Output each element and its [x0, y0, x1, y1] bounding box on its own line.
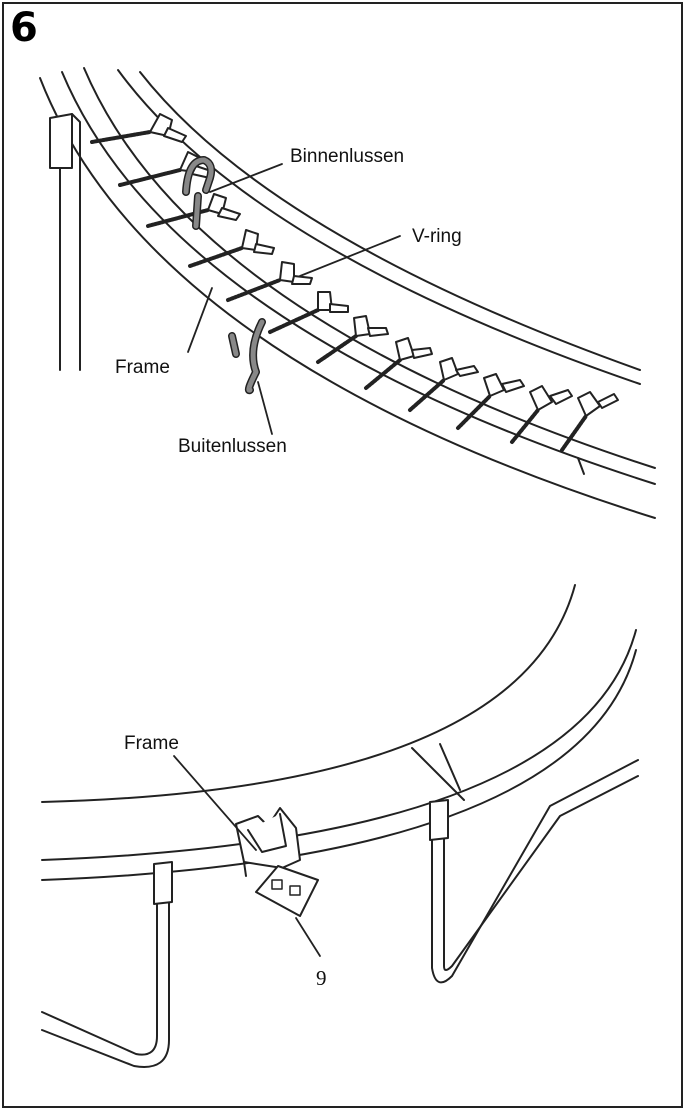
- frame-bracket: [235, 807, 301, 877]
- top-leader-lines: [187, 163, 401, 435]
- label-inner-loops: Binnenlussen: [290, 146, 404, 167]
- label-v-ring: V-ring: [412, 226, 462, 247]
- leg-post: [49, 113, 81, 371]
- springs: [90, 130, 588, 452]
- label-frame-top: Frame: [115, 357, 170, 378]
- outer-loop-strap: [228, 318, 266, 395]
- rail-joint: [577, 457, 585, 475]
- inner-loop-strap: [182, 156, 216, 230]
- label-part-number: 9: [316, 966, 327, 990]
- bottom-leader-lines: [173, 755, 321, 957]
- spring-clips: [149, 113, 619, 417]
- right-leg: [429, 759, 639, 984]
- left-leg: [41, 861, 173, 1068]
- step-number: 6: [10, 5, 38, 51]
- part-9-clip: [255, 865, 319, 917]
- label-outer-loops: Buitenlussen: [178, 436, 287, 457]
- label-frame-bottom: Frame: [124, 733, 179, 754]
- bottom-frame-rails: [41, 584, 637, 881]
